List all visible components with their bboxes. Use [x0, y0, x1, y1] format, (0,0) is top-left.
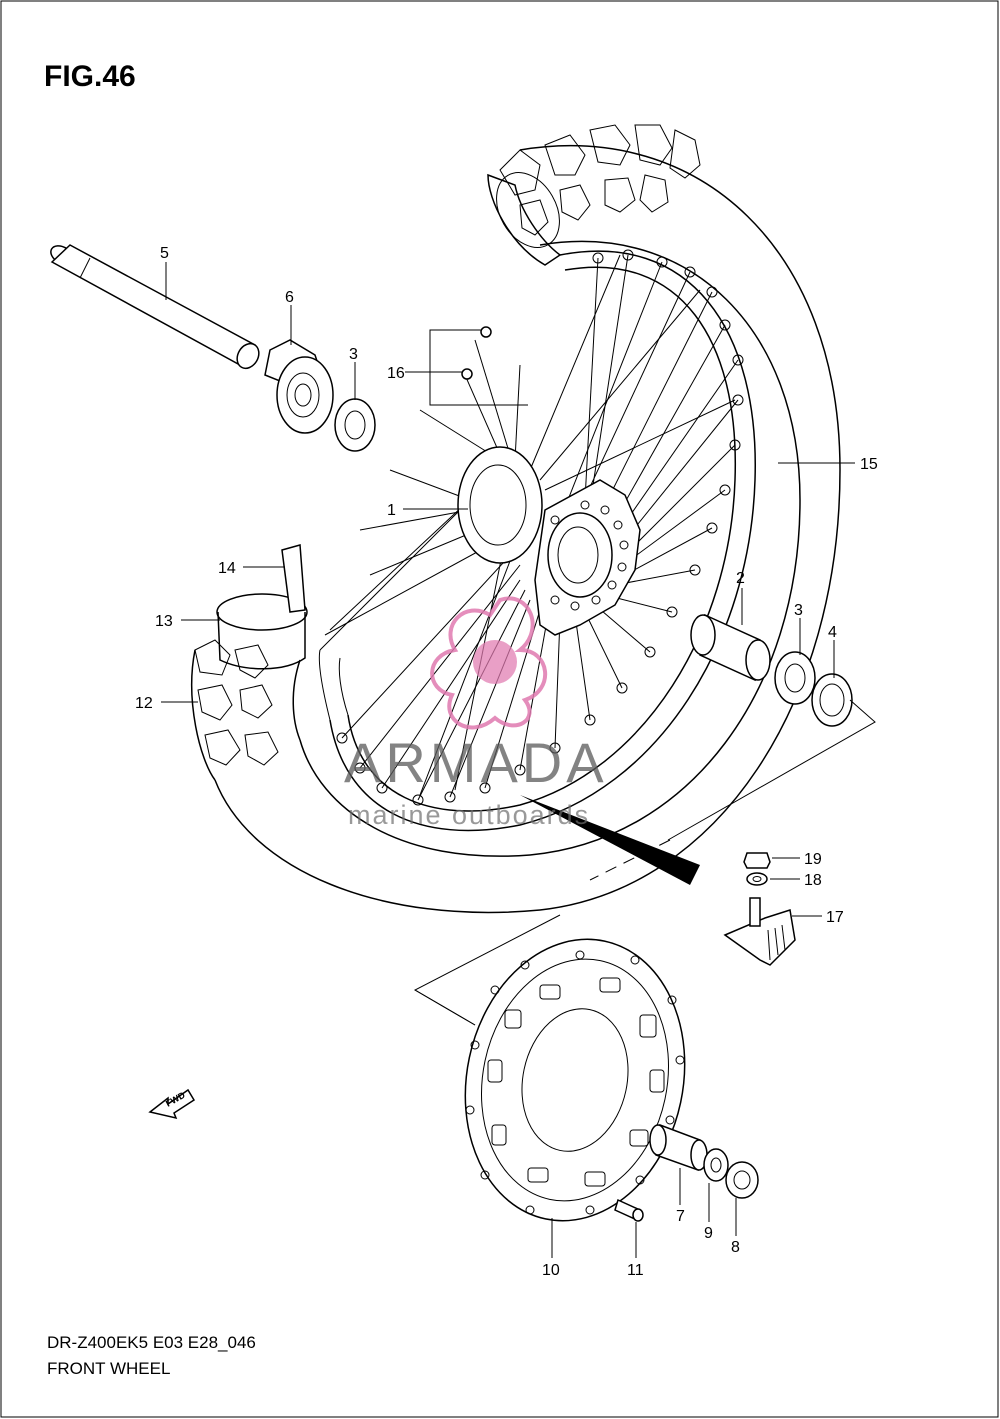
rim-part-15 — [318, 249, 756, 832]
callout-12: 12 — [135, 695, 153, 712]
axle-part-5 — [50, 244, 260, 370]
model-code: DR-Z400EK5 E03 E28_046 — [47, 1333, 256, 1352]
section-name: FRONT WHEEL — [47, 1359, 171, 1378]
direction-wedge — [520, 795, 700, 885]
leader-lines — [161, 262, 855, 1258]
figure-title: FIG.46 — [44, 60, 136, 93]
bearing-part-3-upper — [334, 398, 376, 452]
callout-bracket-16 — [429, 329, 528, 406]
callout-17: 17 — [826, 909, 844, 926]
callout-3-upper: 3 — [349, 346, 358, 363]
callout-3-lower: 3 — [794, 602, 803, 619]
callout-11: 11 — [627, 1262, 644, 1279]
spacer-part-6 — [264, 339, 334, 434]
hub-part-1 — [457, 446, 641, 636]
watermark-name: ARMADA — [344, 731, 608, 794]
callout-19: 19 — [804, 851, 822, 868]
callout-15: 15 — [860, 456, 878, 473]
callout-numbers: 5 6 3 16 1 15 2 3 4 14 13 12 19 18 17 10… — [135, 245, 878, 1279]
watermark-tagline: marine outboards — [348, 800, 591, 830]
oil-seal-part-4 — [811, 673, 853, 727]
brake-disc-part-10 — [464, 938, 686, 1222]
fwd-arrow-icon: FWD — [148, 1088, 196, 1120]
bearing-part-3-lower — [774, 651, 816, 705]
callout-8: 8 — [731, 1239, 740, 1256]
callout-14: 14 — [218, 560, 236, 577]
armada-logo-icon — [430, 596, 548, 730]
spacer-part-7 — [649, 1123, 708, 1172]
callout-2: 2 — [736, 570, 745, 587]
tire-part-12 — [191, 124, 841, 914]
callout-4: 4 — [828, 624, 837, 641]
callout-1: 1 — [387, 502, 396, 519]
valve-part-14 — [281, 544, 306, 613]
callout-7: 7 — [676, 1208, 685, 1225]
rim-lock-part-17 — [723, 897, 796, 966]
callout-13: 13 — [155, 613, 173, 630]
washer-part-9 — [703, 1148, 729, 1182]
callout-6: 6 — [285, 289, 294, 306]
callout-18: 18 — [804, 872, 822, 889]
axle-nut-part-8 — [725, 1161, 759, 1199]
tube-part-13 — [216, 593, 308, 670]
callout-16: 16 — [387, 365, 405, 382]
washer-part-18 — [746, 872, 768, 886]
nut-part-19 — [743, 852, 771, 869]
disc-bolt-part-11 — [614, 1198, 644, 1222]
assembly-guide-lines — [413, 699, 876, 1026]
callout-9: 9 — [704, 1225, 713, 1242]
spacer-part-2 — [690, 613, 771, 682]
callout-10: 10 — [542, 1262, 560, 1279]
callout-5: 5 — [160, 245, 169, 262]
